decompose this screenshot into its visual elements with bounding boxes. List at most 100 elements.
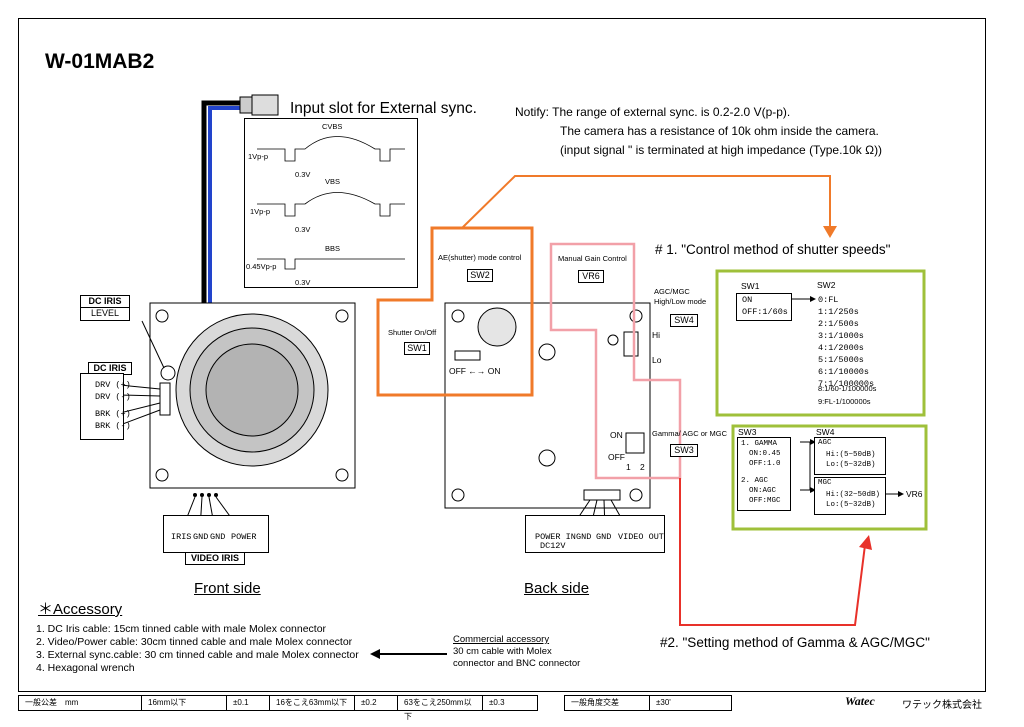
video-iris-title: VIDEO IRIS [185,552,245,565]
back-pin-power-in: POWER IN [535,532,576,542]
pin-brk-plus: BRK (+) [95,409,131,419]
back-pin-gnd1: GND [576,532,592,542]
level-label: LEVEL [80,307,130,321]
cm-sw1-title: SW1 [741,281,760,291]
off-label: OFF [608,452,625,462]
angle-table: 一般角度交差 ±30' [564,695,732,711]
speed-9: 9:FL-1/100000s [818,397,871,406]
wave-name-bbs: BBS [325,244,341,253]
cm-sw4-title: SW4 [816,427,835,437]
notify-line-3: (input signal " is terminated at high im… [560,143,883,157]
back-pin-gnd2: GND [596,532,612,542]
speed-8: 8:1/60-1/100000s [818,384,877,393]
speed-3: 3:1/1000s [818,331,864,341]
sw3-label: SW3 [670,444,698,457]
commercial-line-1: 30 cm cable with Molex [453,646,552,657]
speed-5: 5:1/5000s [818,355,864,365]
shutter-speed-box [715,269,926,417]
mgc-box [814,477,886,515]
ext-sync-label: Input slot for External sync. [290,100,477,117]
sw1-label: SW1 [404,342,430,355]
wave-base-vbs: 0.3V [295,225,311,234]
speed-2: 2:1/500s [818,319,859,329]
mgc-label: MGC [818,479,832,487]
commercial-title: Commercial accessory [453,634,550,645]
high-low-label: High/Low mode [654,297,707,306]
control-heading-2: #2. "Setting method of Gamma & AGC/MGC" [660,635,930,650]
sw2-rotary [477,307,517,347]
tol-cell-4: ±0.2 [355,696,398,710]
cm-sw1-off: OFF:1/60s [742,307,788,317]
agc-mgc-label: AGC/MGC [654,287,690,296]
sw1-slide [454,350,481,361]
agc-lo: Lo:(5~32dB) [826,461,876,469]
tol-cell-2: ±0.1 [227,696,270,710]
waveform-box [244,118,418,288]
wave-base-cvbs: 0.3V [295,170,311,179]
off-on-label: OFF ←→ ON [449,366,501,376]
tol-cell-0: 一般公差 mm [19,696,142,710]
gamma-title: 1. GAMMA [741,440,778,448]
sync-waveforms [257,136,405,270]
page-title: W-01MAB2 [45,50,155,73]
agc-hi: Hi:(5~50dB) [826,451,876,459]
cm-sw1-on: ON [742,295,753,305]
company-name: ワテック株式会社 [902,700,982,711]
notify-line-2: The camera has a resistance of 10k ohm i… [560,124,879,138]
commercial-line-2: connector and BNC connector [453,658,581,669]
wave-amp-cvbs: 1Vp-p [248,152,269,161]
gamma-agc-box [731,424,928,531]
notify-line-1: Notify: The range of external sync. is 0… [515,105,791,119]
accessory-item-4: 4. Hexagonal wrench [36,662,135,674]
sw3-dip [625,432,645,454]
dc12v-label: DC12V [540,541,566,551]
speed-6: 6:1/10000s [818,367,870,377]
agc-on: ON:AGC [749,487,777,495]
vr6-label: VR6 [578,270,604,283]
sw2-label: SW2 [467,269,493,282]
speed-4: 4:1/2000s [818,343,864,353]
accessory-title: ＊Accessory [38,601,123,618]
bnc-connector [251,94,279,116]
power-video-box [525,515,665,553]
angle-cell-0: 一般角度交差 [565,696,650,710]
drawing-frame [18,18,986,692]
tolerance-table: 一般公差 mm 16mm以下 ±0.1 16をこえ63mm以下 ±0.2 63を… [18,695,538,721]
ae-mode-title: AE(shutter) mode control [438,253,522,262]
angle-cell-1: ±30' [656,698,671,707]
agc-label: AGC [818,439,832,447]
pin-brk-minus: BRK (-) [95,421,131,431]
mgc-title: Manual Gain Control [558,254,627,263]
dip-1: 1 [626,462,631,472]
tol-cell-3: 16をこえ63mm以下 [270,696,355,710]
front-side-label: Front side [194,580,261,597]
cm-vr6: VR6 [906,489,923,499]
wave-name-cvbs: CVBS [322,122,343,131]
agc-off: OFF:MGC [749,497,781,505]
agc-box [814,437,886,475]
cm-sw1-box [736,293,792,321]
front-pin-gnd2: GND [210,532,226,542]
pin-drv-plus: DRV (+) [95,380,131,390]
front-pin-gnd1: GND [193,532,209,542]
agc-title: 2. AGC [741,477,769,485]
back-side-label: Back side [524,580,590,597]
hi-label: Hi [652,330,661,340]
tol-cell-6: ±0.3 [489,698,505,707]
control-heading-1: # 1. "Control method of shutter speeds" [655,242,891,257]
accessory-item-3: 3. External sync.cable: 30 cm tinned cab… [36,649,359,661]
cm-sw3-box [737,437,791,511]
tol-cell-5: 63をこえ250mm以下 [398,696,483,721]
wave-name-vbs: VBS [325,177,341,186]
shutter-onoff-title: Shutter On/Off [388,328,437,337]
accessory-item-1: 1. DC Iris cable: 15cm tinned cable with… [36,623,327,635]
gamma-agc-title: Gamma/ AGC or MGC [652,429,728,438]
gamma-off: OFF:1.0 [749,460,781,468]
dc-iris-level-pot [160,365,176,381]
back-pin-video-out: VIDEO OUT [618,532,664,542]
sw4-toggle [623,331,639,357]
lo-label: Lo [652,355,662,365]
dc-iris-pin-box [80,373,124,440]
front-pin-iris: IRIS [171,532,192,542]
